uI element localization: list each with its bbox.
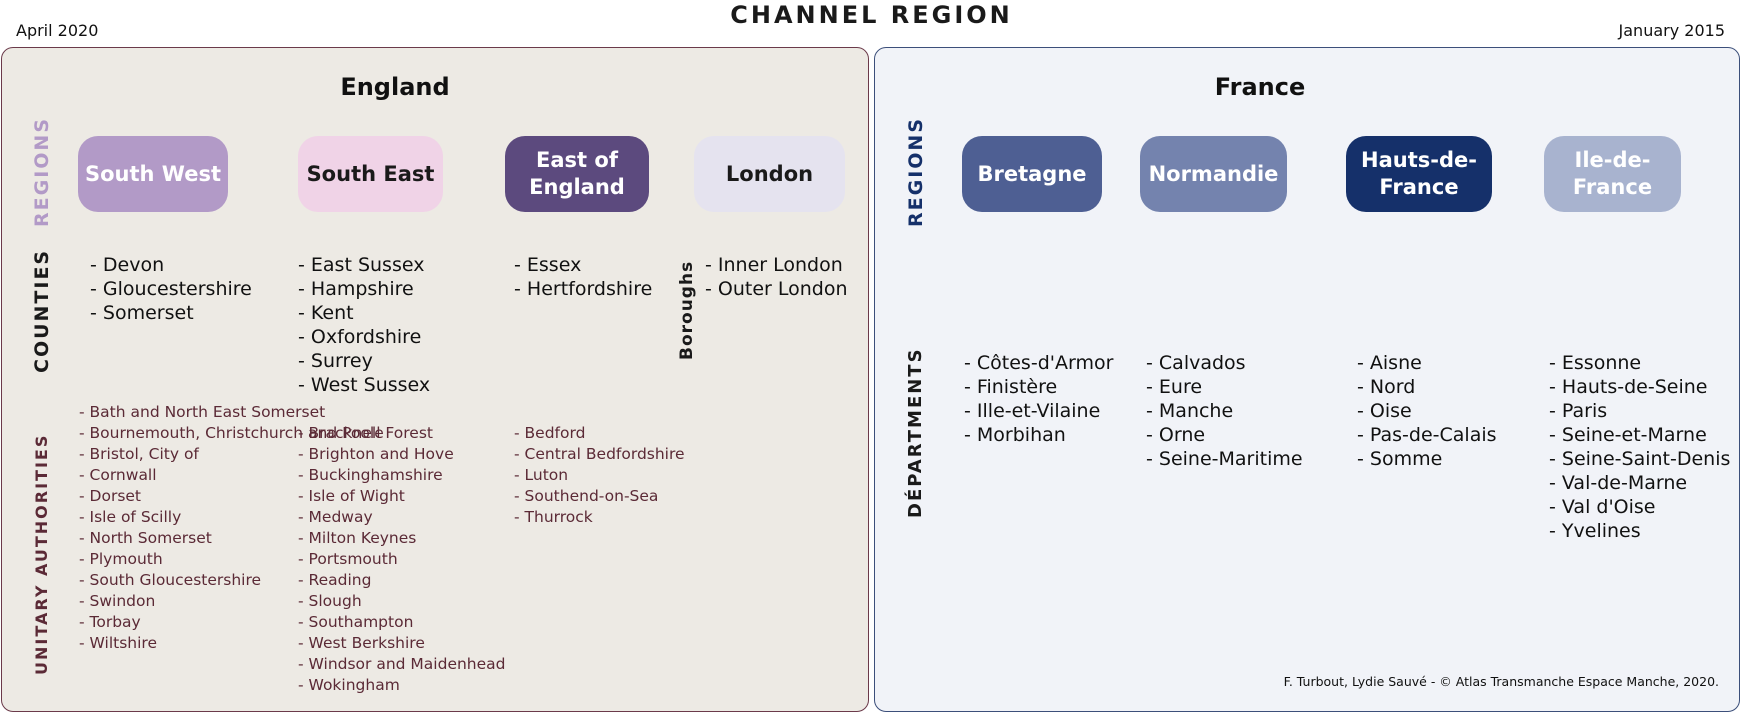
- list-item: Bath and North East Somerset: [79, 402, 326, 423]
- region-south-west: South West: [78, 136, 228, 212]
- list-item: Thurrock: [514, 507, 685, 528]
- region-bretagne: Bretagne: [962, 136, 1102, 212]
- list-item: Wokingham: [298, 675, 506, 696]
- list-item: Surrey: [298, 349, 430, 373]
- region-east-of-england: East of England: [505, 136, 649, 212]
- list-item: Val d'Oise: [1549, 495, 1730, 519]
- list-item: Essonne: [1549, 351, 1730, 375]
- list-item: Yvelines: [1549, 519, 1730, 543]
- list-item: Luton: [514, 465, 685, 486]
- list-item: Devon: [90, 253, 252, 277]
- list-item: Hauts-de-Seine: [1549, 375, 1730, 399]
- england-title: England: [340, 73, 450, 101]
- list-item: West Sussex: [298, 373, 430, 397]
- list-item: Central Bedfordshire: [514, 444, 685, 465]
- list-item: Seine-Maritime: [1146, 447, 1303, 471]
- list-item: Val-de-Marne: [1549, 471, 1730, 495]
- date-france: January 2015: [1618, 21, 1725, 40]
- south-west-unitary: Bath and North East Somerset Bournemouth…: [79, 402, 384, 654]
- list-item: North Somerset: [79, 528, 274, 549]
- list-item: Inner London: [705, 253, 848, 277]
- list-item: Essex: [514, 253, 652, 277]
- list-item: Pas-de-Calais: [1357, 423, 1497, 447]
- list-item: Eure: [1146, 375, 1303, 399]
- normandie-departments: Calvados Eure Manche Orne Seine-Maritime: [1146, 351, 1303, 471]
- london-boroughs: Inner London Outer London: [705, 253, 848, 301]
- list-item: Somme: [1357, 447, 1497, 471]
- south-west-counties: Devon Gloucestershire Somerset: [90, 253, 252, 325]
- date-england: April 2020: [16, 21, 99, 40]
- credit-line: F. Turbout, Lydie Sauvé - © Atlas Transm…: [1283, 674, 1719, 689]
- list-item: Slough: [298, 591, 506, 612]
- list-item: Gloucestershire: [90, 277, 252, 301]
- list-item: Hampshire: [298, 277, 430, 301]
- list-item: West Berkshire: [298, 633, 506, 654]
- list-item: Outer London: [705, 277, 848, 301]
- london-boroughs-label: Boroughs: [677, 260, 697, 361]
- list-item: Paris: [1549, 399, 1730, 423]
- list-item: Somerset: [90, 301, 252, 325]
- list-item: Southend-on-Sea: [514, 486, 685, 507]
- list-item: Bracknell Forest: [298, 423, 506, 444]
- list-item: Oxfordshire: [298, 325, 430, 349]
- list-item: Oise: [1357, 399, 1497, 423]
- list-item: Swindon: [79, 591, 274, 612]
- east-of-england-counties: Essex Hertfordshire: [514, 253, 652, 301]
- east-of-england-unitary: Bedford Central Bedfordshire Luton South…: [514, 423, 685, 528]
- list-item: Bournemouth, Christchurch and Poole: [79, 423, 384, 444]
- list-item: Dorset: [79, 486, 274, 507]
- list-item: Windsor and Maidenhead: [298, 654, 506, 675]
- list-item: Seine-Saint-Denis: [1549, 447, 1731, 471]
- bretagne-departments: Côtes-d'Armor Finistère Ille-et-Vilaine …: [964, 351, 1114, 447]
- hauts-de-france-departments: Aisne Nord Oise Pas-de-Calais Somme: [1357, 351, 1497, 471]
- list-item: Orne: [1146, 423, 1303, 447]
- list-item: Portsmouth: [298, 549, 506, 570]
- england-counties-label: COUNTIES: [31, 248, 53, 373]
- list-item: Buckinghamshire: [298, 465, 506, 486]
- list-item: Hertfordshire: [514, 277, 652, 301]
- list-item: Southampton: [298, 612, 506, 633]
- list-item: Wiltshire: [79, 633, 274, 654]
- france-departments-label: DÉPARTMENTS: [905, 347, 926, 518]
- list-item: Kent: [298, 301, 430, 325]
- france-title: France: [1214, 73, 1306, 101]
- region-hauts-de-france: Hauts-de-France: [1346, 136, 1492, 212]
- list-item: Ille-et-Vilaine: [964, 399, 1113, 423]
- page-title: CHANNEL REGION: [730, 1, 1013, 29]
- list-item: Brighton and Hove: [298, 444, 506, 465]
- england-unitary-label: UNITARY AUTHORITIES: [32, 433, 51, 675]
- list-item: East Sussex: [298, 253, 430, 277]
- list-item: Plymouth: [79, 549, 274, 570]
- england-regions-label: REGIONS: [31, 117, 53, 228]
- list-item: Milton Keynes: [298, 528, 506, 549]
- list-item: Medway: [298, 507, 506, 528]
- list-item: South Gloucestershire: [79, 570, 274, 591]
- france-regions-label: REGIONS: [905, 117, 927, 228]
- region-normandie: Normandie: [1140, 136, 1287, 212]
- list-item: Bristol, City of: [79, 444, 274, 465]
- region-south-east: South East: [298, 136, 443, 212]
- list-item: Seine-et-Marne: [1549, 423, 1730, 447]
- list-item: Finistère: [964, 375, 1113, 399]
- list-item: Torbay: [79, 612, 274, 633]
- region-london: London: [694, 136, 845, 212]
- south-east-counties: East Sussex Hampshire Kent Oxfordshire S…: [298, 253, 430, 397]
- list-item: Reading: [298, 570, 506, 591]
- list-item: Isle of Wight: [298, 486, 506, 507]
- list-item: Aisne: [1357, 351, 1497, 375]
- list-item: Côtes-d'Armor: [964, 351, 1114, 375]
- list-item: Nord: [1357, 375, 1497, 399]
- list-item: Calvados: [1146, 351, 1303, 375]
- list-item: Isle of Scilly: [79, 507, 274, 528]
- region-ile-de-france: Ile-de-France: [1544, 136, 1681, 212]
- ile-de-france-departments: Essonne Hauts-de-Seine Paris Seine-et-Ma…: [1549, 351, 1731, 543]
- list-item: Cornwall: [79, 465, 274, 486]
- south-east-unitary: Bracknell Forest Brighton and Hove Bucki…: [298, 423, 506, 696]
- list-item: Manche: [1146, 399, 1303, 423]
- list-item: Bedford: [514, 423, 685, 444]
- list-item: Morbihan: [964, 423, 1113, 447]
